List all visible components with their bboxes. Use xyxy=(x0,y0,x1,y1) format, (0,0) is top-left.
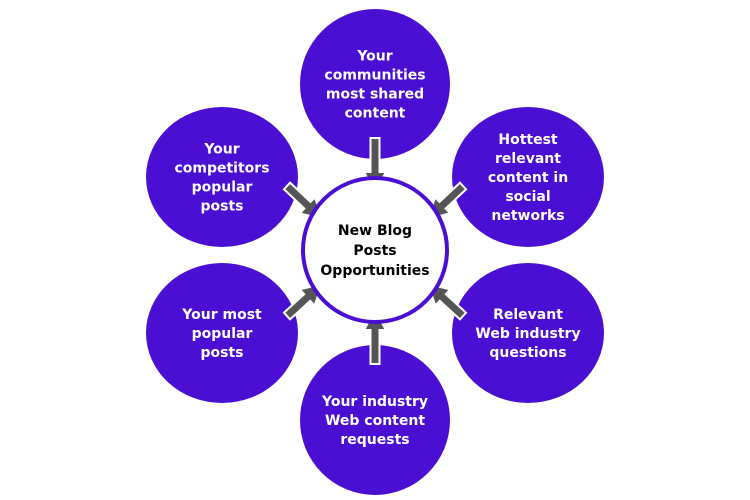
node-label-line: content in xyxy=(488,170,568,186)
node-circle xyxy=(146,107,298,247)
node-label-line: popular xyxy=(192,180,253,196)
node-top-right: Hottest relevant content in social networks xyxy=(452,107,604,247)
node-label-line: communities xyxy=(324,68,425,84)
node-label-line: Relevant xyxy=(493,307,563,323)
node-circle xyxy=(452,107,604,247)
node-label-line: social xyxy=(505,189,550,205)
node-label-line: networks xyxy=(491,208,564,224)
node-bottom-left: Your most popular posts xyxy=(146,263,298,403)
node-label-line: Your industry xyxy=(321,394,428,410)
center-circle xyxy=(301,176,449,324)
node-circle xyxy=(300,345,450,495)
node-label-line: posts xyxy=(201,345,244,361)
node-label-line: content xyxy=(345,106,406,122)
node-label-line: posts xyxy=(201,199,244,215)
node-label-line: Your xyxy=(203,142,239,158)
node-label-line: relevant xyxy=(495,151,561,167)
center-label-line: New Blog xyxy=(338,223,412,239)
node-circle xyxy=(146,263,298,403)
node-label-line: popular xyxy=(192,326,253,342)
node-label-line: most shared xyxy=(326,87,424,103)
node-label-line: requests xyxy=(340,432,409,448)
node-label-line: Your xyxy=(356,49,392,65)
node-label-line: Your most xyxy=(181,307,262,323)
node-label-line: competitors xyxy=(174,161,269,177)
node-top-left: Your competitors popular posts xyxy=(146,107,298,247)
node-label-line: Hottest xyxy=(498,132,558,148)
node-label-line: Web industry xyxy=(475,326,580,342)
center-label-line: Posts xyxy=(353,243,396,259)
node-top: Your communities most shared content xyxy=(300,9,450,159)
node-circle xyxy=(300,9,450,159)
node-label-line: questions xyxy=(489,345,566,361)
node-label-line: Web content xyxy=(325,413,425,429)
center-label-line: Opportunities xyxy=(320,263,429,279)
node-circle xyxy=(452,263,604,403)
